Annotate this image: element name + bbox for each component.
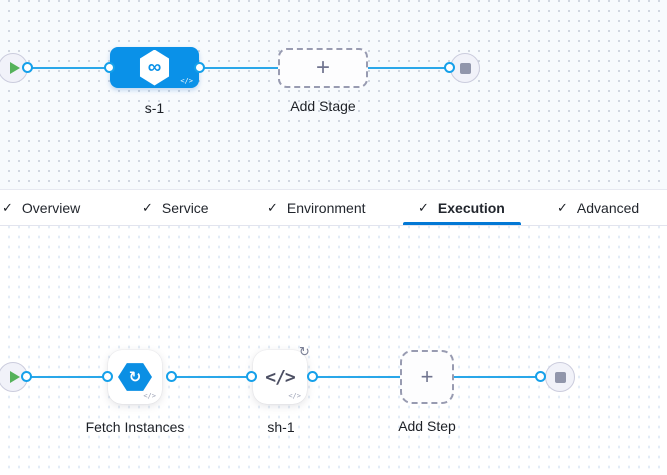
execution-graph-canvas[interactable]: ↻ </> </> </> ↻ + Fetch Instances sh-1 A…	[0, 226, 667, 475]
connector-port[interactable]	[535, 371, 546, 382]
connector-line	[172, 376, 253, 378]
connector-port[interactable]	[246, 371, 257, 382]
stop-icon	[554, 371, 566, 383]
plus-icon: +	[420, 364, 434, 389]
play-icon	[9, 62, 20, 74]
step-label: Fetch Instances	[85, 419, 185, 435]
tab-label: Service	[161, 200, 209, 216]
connector-port[interactable]	[22, 62, 33, 73]
looping-strategy-icon: ↻	[299, 344, 310, 359]
infinity-icon: ∞	[147, 57, 162, 78]
tab-service[interactable]: ✓ Service	[142, 190, 209, 226]
connector-port[interactable]	[307, 371, 318, 382]
connector-port[interactable]	[444, 62, 455, 73]
tab-label: Advanced	[576, 200, 640, 216]
connector-port[interactable]	[102, 371, 113, 382]
fetch-instances-icon: ↻	[118, 363, 152, 391]
check-icon: ✓	[418, 200, 429, 215]
code-view-icon[interactable]: </>	[180, 77, 193, 85]
plus-icon: +	[315, 54, 330, 81]
shell-script-icon: </>	[265, 366, 295, 388]
connector-line	[454, 376, 541, 378]
add-step-button[interactable]: +	[400, 350, 454, 404]
stage-label: s-1	[144, 100, 165, 116]
tab-advanced[interactable]: ✓ Advanced	[557, 190, 639, 226]
step-node-sh1[interactable]: </> </>	[253, 350, 307, 404]
step-label: sh-1	[267, 419, 295, 435]
check-icon: ✓	[267, 200, 278, 215]
active-tab-indicator	[403, 222, 521, 225]
tab-execution[interactable]: ✓ Execution	[418, 190, 505, 226]
connector-line	[13, 67, 110, 69]
check-icon: ✓	[2, 200, 13, 215]
connector-line	[313, 376, 400, 378]
play-icon	[9, 371, 20, 383]
add-stage-label: Add Stage	[290, 98, 356, 114]
connector-port[interactable]	[104, 62, 115, 73]
pipeline-end-node	[450, 53, 480, 83]
check-icon: ✓	[557, 200, 568, 215]
connector-port[interactable]	[21, 371, 32, 382]
sync-arrow-icon: ↻	[128, 368, 142, 386]
add-step-label: Add Step	[398, 418, 456, 434]
pipeline-tab-bar: ✓ Overview ✓ Service ✓ Environment ✓ Exe…	[0, 189, 667, 226]
tab-label: Execution	[437, 200, 505, 216]
stop-icon	[459, 62, 471, 74]
connector-port[interactable]	[194, 62, 205, 73]
tab-label: Environment	[286, 200, 366, 216]
execution-end-node	[545, 362, 575, 392]
stage-graph-canvas[interactable]: ∞ </> + s-1 Add Stage	[0, 0, 667, 189]
code-view-icon[interactable]: </>	[288, 392, 301, 400]
tab-environment[interactable]: ✓ Environment	[267, 190, 366, 226]
connector-line	[13, 376, 108, 378]
tab-label: Overview	[21, 200, 81, 216]
deployment-hexagon-icon: ∞	[139, 49, 170, 86]
connector-port[interactable]	[166, 371, 177, 382]
step-node-fetch-instances[interactable]: ↻ </>	[108, 350, 162, 404]
add-stage-button[interactable]: +	[278, 48, 368, 88]
check-icon: ✓	[142, 200, 153, 215]
stage-node-s1[interactable]: ∞ </>	[110, 47, 199, 88]
tab-overview[interactable]: ✓ Overview	[2, 190, 80, 226]
code-view-icon[interactable]: </>	[143, 392, 156, 400]
